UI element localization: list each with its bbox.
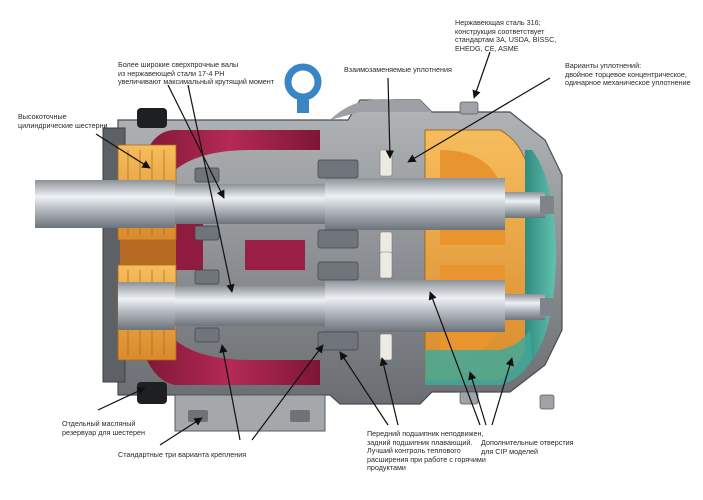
label-interchangeable-seals: Взаимозаменяемые уплотнения xyxy=(344,65,452,74)
label-bearings: Передний подшипник неподвижен, задний по… xyxy=(367,429,486,473)
lower-shaft xyxy=(118,280,554,332)
label-wider-shafts: Более широкие сверхпрочные валы из нержа… xyxy=(118,60,275,87)
oil-plugs xyxy=(137,108,167,404)
rotor-case xyxy=(424,129,556,385)
label-mounting-options: Стандартные три варианта крепления xyxy=(118,450,247,459)
label-oil-reservoir: Отдельный масляный резервуар для шестере… xyxy=(62,419,146,437)
upper-shaft xyxy=(35,178,554,230)
housing-bolts xyxy=(459,101,555,410)
seal-rings xyxy=(379,149,393,361)
leader-arrows xyxy=(95,51,551,446)
label-seal-variants: Варианты уплотнений: двойное торцевое ко… xyxy=(565,61,691,88)
eyebolt-icon xyxy=(284,63,322,113)
label-cip-ports: Дополнительные отверстия для CIP моделей xyxy=(481,438,574,456)
label-precision-gears: Высокоточные цилиндрические шестерни xyxy=(18,112,108,130)
bearing-set xyxy=(194,159,359,351)
label-stainless-316: Нержавеющая сталь 316; конструкция соотв… xyxy=(455,18,557,53)
